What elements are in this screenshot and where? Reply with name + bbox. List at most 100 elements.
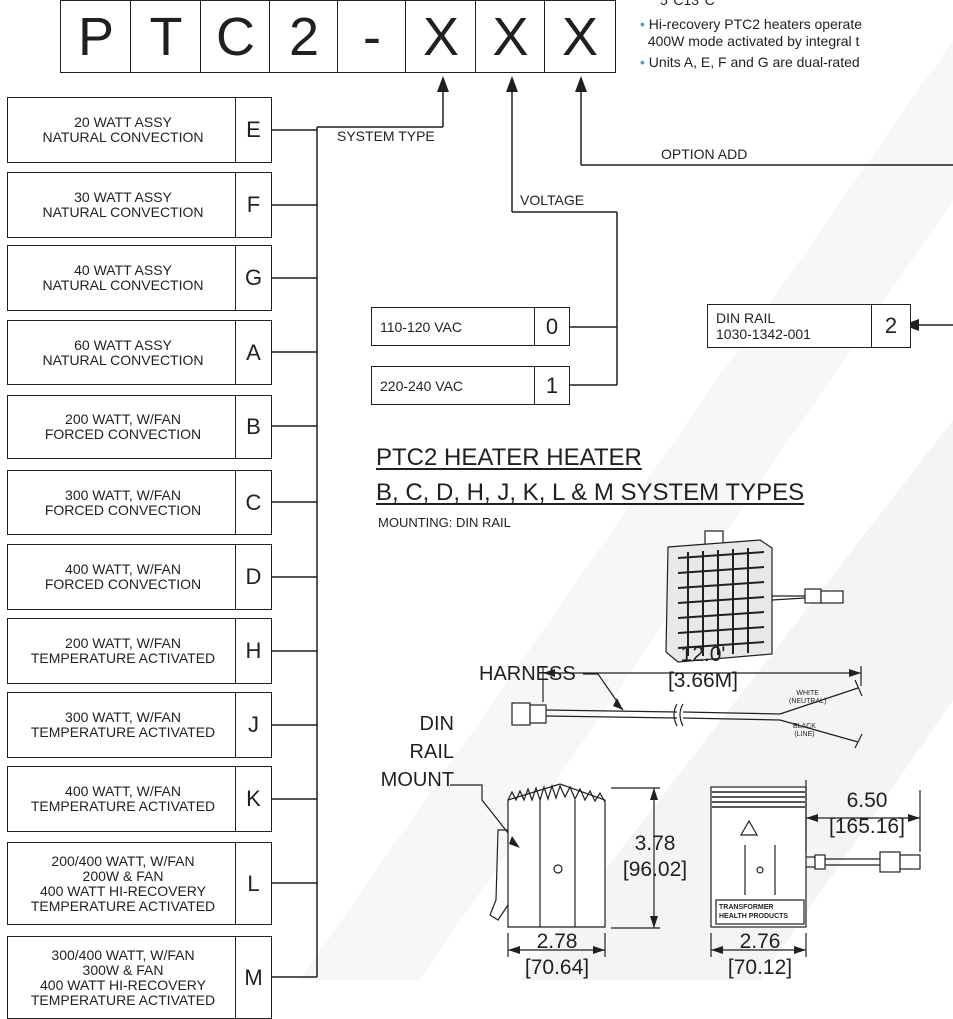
system-type-line: 300 WATT, W/FAN bbox=[65, 486, 181, 503]
voltage-option-110: 110-120 VAC 0 bbox=[371, 307, 570, 346]
system-type-line: 400 WATT, W/FAN bbox=[65, 783, 181, 799]
system-type-label: SYSTEM TYPE bbox=[337, 128, 435, 144]
system-type-code: C bbox=[235, 471, 271, 534]
option-line2: 1030-1342-001 bbox=[716, 326, 811, 342]
option-desc: DIN RAIL 1030-1342-001 bbox=[716, 305, 811, 347]
black-wire-line1: BLACK bbox=[793, 723, 816, 730]
system-type-line: TEMPERATURE ACTIVATED bbox=[30, 991, 216, 1008]
note-bullet-1: • Hi-recovery PTC2 heaters operate 400W … bbox=[640, 16, 862, 49]
depth-dimension: 6.50 [165.16] bbox=[822, 788, 912, 840]
system-type-line: 400 WATT HI-RECOVERY bbox=[40, 976, 206, 993]
voltage-option-220: 220-240 VAC 1 bbox=[371, 366, 570, 405]
brand-line1: TRANSFORMER bbox=[719, 904, 774, 911]
part-char-dash: - bbox=[337, 0, 407, 73]
side-width-metric: [70.64] bbox=[524, 956, 590, 979]
white-wire-line1: WHITE bbox=[796, 690, 819, 697]
side-width-dimension: 2.78 [70.64] bbox=[517, 929, 597, 981]
brand-line2: HEALTH PRODUCTS bbox=[719, 913, 789, 920]
option-line1: DIN RAIL bbox=[716, 310, 776, 326]
system-type-line: 400 WATT HI-RECOVERY bbox=[40, 882, 206, 899]
system-type-code: B bbox=[235, 396, 271, 458]
system-type-line: 60 WATT ASSY bbox=[74, 336, 172, 353]
system-type-line: 300W & FAN bbox=[82, 961, 164, 978]
voltage-code-1: 1 bbox=[534, 367, 569, 404]
system-type-code: F bbox=[235, 173, 271, 237]
part-char-4: 2 bbox=[269, 0, 339, 73]
option-code: 2 bbox=[871, 305, 910, 347]
system-type-line: TEMPERATURE ACTIVATED bbox=[30, 798, 216, 814]
section-heading-line2: B, C, D, H, J, K, L & M SYSTEM TYPES bbox=[376, 479, 805, 506]
length-dimension: 12.0' [3.66M] bbox=[658, 642, 748, 694]
system-type-code: D bbox=[235, 545, 271, 609]
system-type-line: FORCED CONVECTION bbox=[44, 576, 202, 592]
part-char-voltage: X bbox=[475, 0, 546, 73]
height-metric: [96.02] bbox=[622, 858, 688, 881]
system-type-line: NATURAL CONVECTION bbox=[42, 204, 204, 220]
system-type-code: A bbox=[235, 321, 271, 384]
height-dimension: 3.78 [96.02] bbox=[618, 831, 692, 883]
depth-main: 6.50 bbox=[846, 789, 888, 812]
din-line3: MOUNT bbox=[380, 769, 454, 791]
note-bullet-1-line1: Hi-recovery PTC2 heaters operate bbox=[648, 16, 862, 32]
black-wire-line2: (LINE) bbox=[794, 731, 815, 738]
length-metric: [3.66M] bbox=[667, 669, 739, 692]
length-main: 12.0' bbox=[680, 643, 726, 666]
system-type-line: NATURAL CONVECTION bbox=[42, 129, 204, 145]
system-type-code: H bbox=[235, 619, 271, 683]
part-char-3: C bbox=[200, 0, 271, 73]
system-type-code: K bbox=[235, 767, 271, 831]
system-type-line: 40 WATT ASSY bbox=[74, 262, 172, 278]
part-char-option: X bbox=[544, 0, 616, 73]
harness-label: HARNESS bbox=[479, 663, 576, 685]
front-width-metric: [70.12] bbox=[727, 956, 793, 979]
system-type-line: FORCED CONVECTION bbox=[44, 501, 202, 518]
section-heading-line1: PTC2 HEATER HEATER bbox=[376, 444, 642, 471]
white-wire-line2: (NEUTRAL) bbox=[789, 698, 827, 705]
system-type-line: FORCED CONVECTION bbox=[44, 426, 202, 442]
front-width-dimension: 2.76 [70.12] bbox=[720, 929, 800, 981]
system-type-line: 30 WATT ASSY bbox=[74, 189, 172, 205]
din-line2: RAIL bbox=[409, 741, 454, 763]
voltage-label: VOLTAGE bbox=[520, 192, 585, 208]
black-wire-label: BLACK (LINE) bbox=[793, 723, 816, 739]
system-type-line: 200/400 WATT, W/FAN bbox=[51, 852, 195, 869]
system-type-code: G bbox=[235, 246, 271, 310]
note-bullet-2-text: Units A, E, F and G are dual-rated bbox=[648, 54, 860, 70]
voltage-label-110: 110-120 VAC bbox=[380, 318, 462, 335]
system-type-line: 200 WATT, W/FAN bbox=[65, 411, 181, 427]
depth-metric: [165.16] bbox=[829, 815, 905, 838]
voltage-label-220: 220-240 VAC bbox=[380, 377, 464, 394]
front-width-main: 2.76 bbox=[739, 930, 781, 953]
note-bullet-1-line2: 400W mode activated by integral t bbox=[647, 33, 860, 49]
system-type-line: NATURAL CONVECTION bbox=[42, 277, 204, 293]
height-main: 3.78 bbox=[634, 832, 676, 855]
system-type-line: TEMPERATURE ACTIVATED bbox=[30, 724, 216, 740]
system-type-line: 300/400 WATT, W/FAN bbox=[51, 946, 195, 963]
voltage-code-0: 0 bbox=[534, 308, 569, 345]
system-type-line: 400 WATT, W/FAN bbox=[65, 561, 181, 577]
part-char-2: T bbox=[130, 0, 202, 73]
din-line1: DIN bbox=[419, 713, 454, 735]
